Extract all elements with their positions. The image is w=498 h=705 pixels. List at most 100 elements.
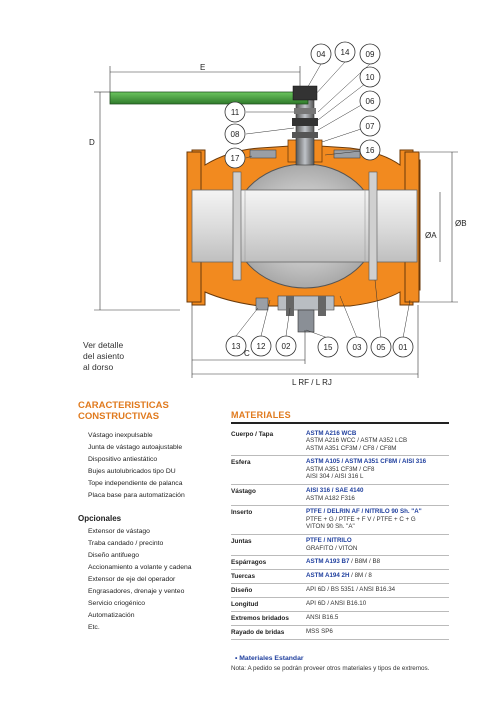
callout-11: 11: [224, 101, 246, 123]
feature-item: Junta de vástago autoajustable: [88, 444, 183, 451]
svg-text:02: 02: [282, 342, 291, 351]
material-values: ASTM A194 2H / 8M / 8: [306, 572, 449, 580]
material-alt-value: ASTM A216 WCC / ASTM A352 LCB: [306, 437, 408, 445]
svg-text:08: 08: [231, 130, 240, 139]
material-values: MSS SP6: [306, 628, 449, 636]
callout-13: 13: [225, 335, 247, 357]
material-alt-value: / B8M / B8: [349, 558, 381, 566]
material-standard-value: PTFE / NITRILO: [306, 537, 352, 545]
gland-bolt: [249, 149, 277, 159]
material-label: Vástago: [231, 488, 256, 496]
seat-right: [368, 171, 378, 281]
svg-text:07: 07: [366, 122, 375, 131]
feature-item: Placa base para automatización: [88, 492, 185, 499]
dim-oa: ØA: [425, 231, 437, 240]
callout-09: 09: [359, 43, 381, 65]
callout-leaders: [235, 61, 411, 339]
material-alt-value: ANSI B16.5: [306, 614, 339, 622]
material-standard-value: PTFE / DELRIN AF / NITRILO 90 Sh. "A": [306, 508, 422, 516]
svg-text:15: 15: [324, 343, 333, 352]
material-alt-value: MSS SP6: [306, 628, 333, 636]
feature-item: Vástago inexpulsable: [88, 432, 153, 439]
material-row: Inserto PTFE / DELRIN AF / NITRILO 90 Sh.…: [231, 506, 449, 536]
dim-ob: ØB: [455, 219, 467, 228]
features-list: Vástago inexpulsable Junta de vástago au…: [78, 430, 228, 502]
material-label: Tuercas: [231, 573, 256, 581]
dim-e: E: [200, 63, 205, 72]
material-values: ANSI B16.5: [306, 614, 449, 622]
material-label: Inserto: [231, 509, 253, 517]
svg-text:01: 01: [399, 343, 408, 352]
options-title: Opcionales: [78, 514, 122, 523]
option-item: Extensor de vástago: [88, 528, 150, 535]
options-list: Extensor de vástago Traba candado / prec…: [78, 526, 228, 634]
option-item: Automatización: [88, 612, 135, 619]
callout-08: 08: [224, 123, 246, 145]
seat-detail-note: Ver detalle del asiento al dorso: [83, 340, 125, 372]
material-row: Esfera ASTM A105 / ASTM A351 CF8M / AISI …: [231, 456, 449, 486]
option-item: Engrasadores, drenaje y venteo: [88, 588, 185, 595]
material-alt-value: PTFE + G / PTFE + F V / PTFE + C + G: [306, 515, 416, 523]
materials-title: MATERIALES: [231, 410, 291, 420]
option-item: Traba candado / precinto: [88, 540, 164, 547]
svg-text:09: 09: [366, 50, 375, 59]
svg-text:06: 06: [366, 97, 375, 106]
option-item: Extensor de eje del operador: [88, 576, 176, 583]
callout-07: 07: [359, 115, 381, 137]
material-label: Rayado de bridas: [231, 629, 285, 637]
material-standard-value: ASTM A194 2H: [306, 572, 350, 580]
option-item: Servicio criogénico: [88, 600, 146, 607]
dim-d: D: [89, 138, 95, 147]
material-row: Extremos bridados ANSI B16.5: [231, 612, 449, 627]
svg-text:16: 16: [366, 146, 375, 155]
svg-text:11: 11: [231, 108, 240, 117]
material-values: PTFE / DELRIN AF / NITRILO 90 Sh. "A"PTF…: [306, 508, 449, 531]
legend: • Materiales Estandar Nota: A pedido se …: [231, 655, 471, 672]
material-alt-value: API 6D / BS 5351 / ANSI B16.34: [306, 586, 396, 594]
svg-text:10: 10: [366, 73, 375, 82]
materials-rule: [231, 422, 449, 424]
trunnion-assembly: [255, 295, 335, 333]
material-label: Juntas: [231, 538, 252, 546]
material-row: Rayado de bridas MSS SP6: [231, 626, 449, 641]
callout-02: 02: [275, 335, 297, 357]
stem: [295, 94, 315, 166]
material-alt-value: GRAFITO / VITON: [306, 544, 358, 552]
material-label: Esfera: [231, 459, 251, 467]
stem-assembly: [249, 94, 361, 166]
callout-01: 01: [392, 336, 414, 358]
material-label: Cuerpo / Tapa: [231, 430, 274, 438]
feature-item: Dispositivo antiestático: [88, 456, 158, 463]
material-label: Extremos bridados: [231, 615, 289, 623]
material-alt-value: VITON 90 Sh. "A": [306, 523, 355, 531]
dim-l: L RF / L RJ: [292, 378, 332, 387]
callout-15: 15: [317, 336, 339, 358]
callout-17: 17: [224, 147, 246, 169]
material-alt-value: / 8M / 8: [349, 572, 372, 580]
seat-left: [232, 171, 242, 281]
material-standard-value: AISI 316 / SAE 4140: [306, 487, 364, 495]
callout-16: 16: [359, 139, 381, 161]
handle: [109, 91, 309, 105]
callout-12: 12: [250, 335, 272, 357]
feature-item: Tope independiente de palanca: [88, 480, 183, 487]
callout-14: 14: [334, 41, 356, 63]
svg-text:03: 03: [353, 343, 362, 352]
svg-text:13: 13: [232, 342, 241, 351]
dimension-lines: [94, 66, 458, 378]
material-alt-value: AISI 304 / AISI 316 L: [306, 473, 364, 481]
callout-05: 05: [370, 336, 392, 358]
callout-10: 10: [359, 66, 381, 88]
material-label: Longitud: [231, 601, 259, 609]
svg-text:04: 04: [317, 50, 326, 59]
material-values: ASTM A193 B7 / B8M / B8: [306, 558, 449, 566]
callout-04: 04: [310, 43, 332, 65]
